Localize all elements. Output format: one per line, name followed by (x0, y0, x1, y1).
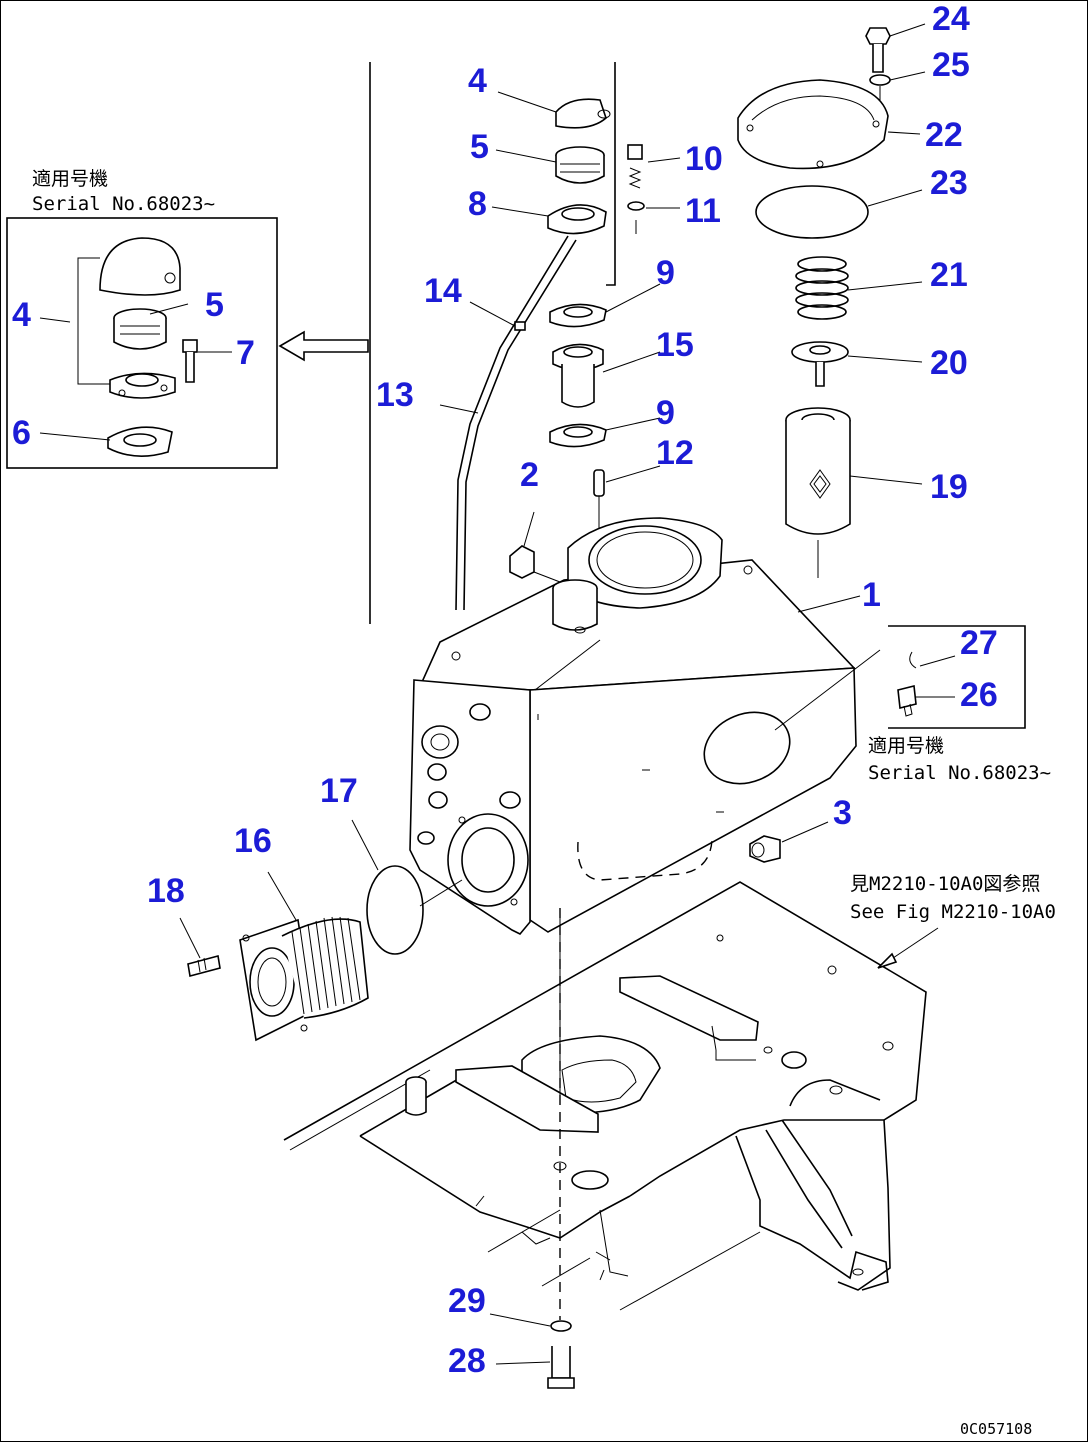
callout-18: 18 (147, 872, 185, 910)
callout-19: 19 (930, 468, 968, 506)
bolt-part-18 (179, 917, 221, 977)
callout-2: 2 (520, 456, 539, 494)
callout-26: 26 (960, 676, 998, 714)
divider-right (606, 62, 616, 286)
callout-22: 22 (925, 116, 963, 154)
callout-4-main: 4 (468, 62, 487, 100)
callout-14: 14 (424, 272, 462, 310)
callout-9-bottom: 9 (656, 394, 675, 432)
callout-27: 27 (960, 624, 998, 662)
bolt-part-28-washer-29 (489, 1313, 575, 1389)
breather-part-10-11 (627, 144, 681, 234)
callout-29: 29 (448, 1282, 486, 1320)
callout-24: 24 (932, 0, 970, 38)
callout-5-inset: 5 (205, 286, 224, 324)
filter-element-part-19 (785, 407, 923, 578)
callout-15: 15 (656, 326, 694, 364)
spring-part-21 (795, 256, 923, 320)
callout-13: 13 (376, 376, 414, 414)
filler-cap-stack (491, 91, 611, 235)
callout-16: 16 (234, 822, 272, 860)
revolving-frame (283, 881, 939, 1320)
callout-7: 7 (236, 334, 255, 372)
reference-label-jp: 見M2210-10A0図参照 (850, 873, 1040, 895)
callout-3: 3 (833, 794, 852, 832)
callout-25: 25 (932, 46, 970, 84)
inset-right-label-en: Serial No.68023~ (868, 762, 1051, 784)
gasket-part-6-inset (107, 426, 173, 457)
gasket-part-17 (351, 819, 463, 955)
inset-right: 適用号機 Serial No.68023~ (868, 625, 1051, 784)
drawing-code: 0C057108 (960, 1420, 1032, 1438)
callout-5-main: 5 (470, 128, 489, 166)
callout-28: 28 (448, 1342, 486, 1380)
callout-21: 21 (930, 256, 968, 294)
callout-17: 17 (320, 772, 358, 810)
clip-part-14 (514, 321, 526, 331)
cap-ring-part-5-inset (113, 308, 167, 350)
hydraulic-tank-part-1 (409, 517, 881, 935)
callout-10: 10 (685, 140, 723, 178)
callout-1: 1 (862, 576, 881, 614)
inset-left-label-en: Serial No.68023~ (32, 193, 215, 215)
callout-23: 23 (930, 164, 968, 202)
bolt-part-7-inset (182, 339, 198, 383)
callouts: 24 25 4 22 5 10 23 8 11 9 21 14 5 4 15 7… (12, 0, 998, 1380)
dipstick-part-13 (439, 235, 577, 611)
callout-4-inset: 4 (12, 296, 31, 334)
flange-inset (109, 372, 176, 399)
callout-12: 12 (656, 434, 694, 472)
strainer-stack (549, 283, 661, 448)
callout-6: 6 (12, 414, 31, 452)
callout-9-top: 9 (656, 254, 675, 292)
inset-arrow (278, 330, 369, 362)
inset-left: 適用号機 Serial No.68023~ (6, 168, 278, 469)
valve-part-20 (791, 341, 923, 387)
inset-left-label-jp: 適用号機 (32, 168, 108, 190)
cap-part-4-inset (99, 237, 181, 296)
callout-11: 11 (685, 192, 721, 230)
inset-right-label-jp: 適用号機 (868, 735, 944, 757)
drain-plug-part-3 (749, 821, 829, 863)
callout-20: 20 (930, 344, 968, 382)
reference-label-en: See Fig M2210-10A0 (850, 901, 1056, 923)
suction-strainer-part-16 (239, 871, 369, 1042)
plug-part-2 (509, 511, 561, 583)
callout-8: 8 (468, 185, 487, 223)
filter-cover-stack (737, 23, 926, 578)
